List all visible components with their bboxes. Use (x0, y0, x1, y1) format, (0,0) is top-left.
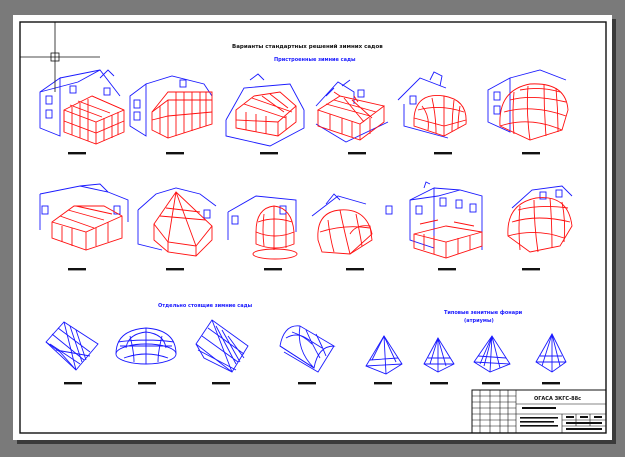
sheet-frame (19, 21, 607, 434)
garden-variant-6 (487, 69, 569, 155)
section-attached-label: Пристроенные зимние сады (274, 57, 356, 63)
sheet (13, 15, 612, 440)
freestanding-variant-4 (279, 325, 336, 385)
garden-variant-1 (39, 69, 125, 155)
freestanding-variant-2 (115, 327, 177, 385)
garden-variant-10 (311, 193, 393, 271)
section-skylights-label: Типовые зенитные фонари (444, 310, 523, 316)
garden-variant-12 (507, 185, 573, 271)
skylight-variant-1 (365, 335, 403, 385)
garden-variant-5 (397, 71, 467, 155)
garden-variant-9 (227, 195, 298, 271)
garden-variant-11 (409, 181, 483, 271)
garden-variant-2 (129, 75, 213, 155)
garden-variant-7 (39, 183, 129, 271)
cad-crosshair-cursor-icon (20, 22, 100, 92)
section-skylights-note: (атриумы) (464, 318, 494, 324)
skylight-variant-2 (423, 337, 455, 385)
freestanding-variant-3 (195, 319, 249, 385)
garden-variant-8 (137, 187, 217, 271)
garden-variant-4 (315, 79, 389, 155)
title-block-name: ОГАСА ЗКГС-88с (534, 396, 582, 402)
title-block (471, 389, 607, 434)
drawing-title: Варианты стандартных решений зимних садо… (232, 44, 383, 50)
freestanding-variant-1 (45, 321, 99, 385)
skylight-variant-4 (535, 333, 567, 385)
section-freestanding-label: Отдельно стоящие зимние сады (158, 303, 253, 309)
skylight-variant-3 (473, 335, 511, 385)
garden-variant-3 (225, 73, 305, 155)
